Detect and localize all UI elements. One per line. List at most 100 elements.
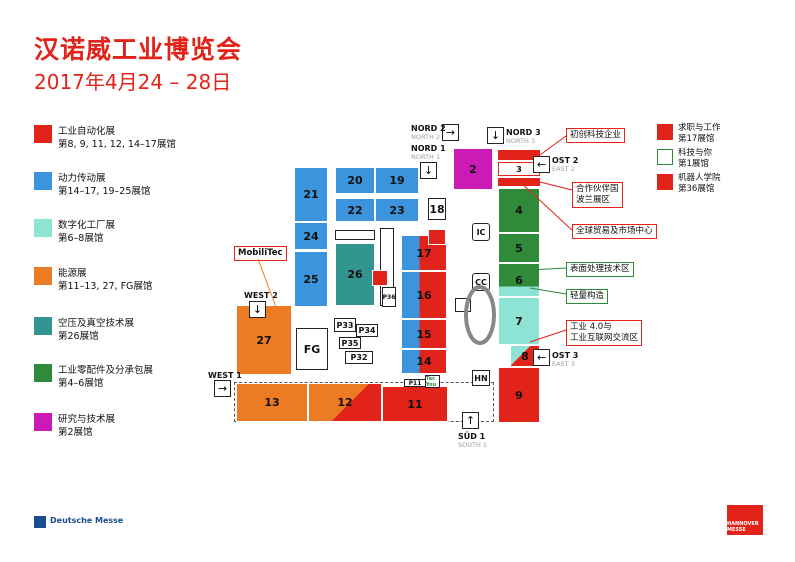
legend-label: 空压及真空技术展 <box>58 318 135 329</box>
legend-item: 数字化工厂展 第6–8展馆 <box>34 217 224 247</box>
startup-zone <box>498 150 540 160</box>
hall-9[interactable]: 9 <box>498 367 540 423</box>
gate-nord3-label: NORD 3 <box>506 128 541 137</box>
gate-west1-label: WEST 1 <box>208 371 242 380</box>
icon-legend-item: 科技与你第1展馆 <box>678 148 713 169</box>
gate-sud1-label: SÜD 1 <box>458 432 486 441</box>
robotics-academy-icon <box>657 174 673 190</box>
hall-23[interactable]: 23 <box>375 198 419 222</box>
callout-mobilitec: MobiliTec <box>234 246 287 261</box>
legend-swatch <box>34 317 52 335</box>
legend-swatch <box>34 172 52 190</box>
venue-hn[interactable]: HN <box>472 370 490 386</box>
gate-nord2-sub: NORTH 2 <box>411 133 441 141</box>
legend-item: 研究与技术展 第2展馆 <box>34 411 224 441</box>
gate-nord2-arrow[interactable]: → <box>442 124 459 141</box>
hall-20[interactable]: 20 <box>335 167 375 194</box>
legend-halls: 第6–8展馆 <box>58 233 104 244</box>
gate-ost3-label: OST 3 <box>552 351 579 360</box>
hall-17[interactable]: 17 <box>401 235 447 271</box>
legend-swatch <box>34 364 52 382</box>
legend-swatch <box>34 267 52 285</box>
gate-sud1-sub: SOUTH 1 <box>458 441 488 449</box>
hall-2[interactable]: 2 <box>453 148 493 190</box>
gate-nord2-label: NORD 2 <box>411 124 446 133</box>
venue-ic[interactable]: IC <box>472 223 490 241</box>
legend-item: 空压及真空技术展 第26展馆 <box>34 315 224 345</box>
robotics-academy-icon <box>372 270 388 286</box>
icon-legend-item: 机器人学院第36展馆 <box>678 173 721 194</box>
hall-22[interactable]: 22 <box>335 198 375 222</box>
legend-item: 动力传动展 第14–17, 19–25展馆 <box>34 170 224 200</box>
gate-ost3-arrow[interactable]: ← <box>533 349 550 366</box>
legend-halls: 第14–17, 19–25展馆 <box>58 186 151 197</box>
hall-15[interactable]: 15 <box>401 319 447 349</box>
gate-ost2-sub: EAST 2 <box>552 165 575 173</box>
tec2you-icon <box>657 149 673 165</box>
hall-4[interactable]: 4 <box>498 188 540 233</box>
hall-5[interactable]: 5 <box>498 233 540 263</box>
legend-halls: 第8, 9, 11, 12, 14–17展馆 <box>58 139 176 150</box>
hall-fg[interactable]: FG <box>296 328 328 370</box>
legend-item: 能源展 第11–13, 27, FG展馆 <box>34 265 224 295</box>
hall-19[interactable]: 19 <box>375 167 419 194</box>
hall-12[interactable]: 12 <box>308 383 382 422</box>
pavilion-p32[interactable]: P32 <box>345 351 373 364</box>
gate-nord1-sub: NORTH 1 <box>411 153 441 161</box>
callout-surface-technology: 表面处理技术区 <box>566 262 634 277</box>
hall-24[interactable]: 24 <box>294 222 328 250</box>
legend-item: 工业零配件及分承包展 第4–6展馆 <box>34 362 224 392</box>
hall-25[interactable]: 25 <box>294 251 328 307</box>
legend-label: 工业自动化展 <box>58 126 116 137</box>
hall-13[interactable]: 13 <box>236 383 308 422</box>
job-and-career-icon <box>428 229 446 245</box>
gate-ost2-arrow[interactable]: ← <box>533 156 550 173</box>
legend-label: 研究与技术展 <box>58 414 116 425</box>
hall-14[interactable]: 14 <box>401 349 447 374</box>
hall-8[interactable]: 8 <box>510 345 540 367</box>
legend-label: 能源展 <box>58 268 87 279</box>
legend-swatch <box>34 219 52 237</box>
gate-nord1-arrow[interactable]: ↓ <box>420 162 437 179</box>
hall-7[interactable]: 7 <box>498 297 540 345</box>
hall-18[interactable]: 18 <box>428 198 446 220</box>
gate-west2-arrow[interactable]: ↓ <box>249 301 266 318</box>
gate-ost3-sub: EAST 3 <box>552 360 575 368</box>
gate-nord1-label: NORD 1 <box>411 144 446 153</box>
hall-3-strip <box>498 178 540 186</box>
legend-swatch <box>34 413 52 431</box>
gate-nord3-arrow[interactable]: ↓ <box>487 127 504 144</box>
hall-11[interactable]: 11 <box>382 386 448 422</box>
gate-west1-arrow[interactable]: → <box>214 380 231 397</box>
pavilion-p34[interactable]: P34 <box>356 324 378 337</box>
path-loop <box>464 285 496 345</box>
hall-21[interactable]: 21 <box>294 167 328 222</box>
icon-legend-item: 求职与工作第17展馆 <box>678 123 721 144</box>
gate-sud1-arrow[interactable]: ↑ <box>462 412 479 429</box>
legend-halls: 第2展馆 <box>58 427 93 438</box>
legend-label: 动力传动展 <box>58 173 106 184</box>
callout-industry40: 工业 4.0与工业互联网交流区 <box>566 320 643 346</box>
hall-16[interactable]: 16 <box>401 271 447 319</box>
legend-label: 工业零配件及分承包展 <box>58 365 154 376</box>
legend-item: 工业自动化展 第8, 9, 11, 12, 14–17展馆 <box>34 123 224 153</box>
gate-ost2-label: OST 2 <box>552 156 579 165</box>
pavilion-p11[interactable]: P11 <box>404 379 426 387</box>
page-title: 汉诺威工业博览会 <box>34 35 243 64</box>
pavilion-p35[interactable]: P35 <box>339 337 361 349</box>
gate-west2-label: WEST 2 <box>244 291 278 300</box>
venue-tec-you[interactable]: Tec You <box>425 375 440 388</box>
hall-6[interactable]: 6 <box>498 263 540 297</box>
hannover-messe-logo: HANNOVER MESSE <box>727 505 763 535</box>
hall-26[interactable]: 26 <box>335 243 375 306</box>
legend-halls: 第26展馆 <box>58 331 99 342</box>
callout-lightweight: 轻量构造 <box>566 289 609 304</box>
pavilion-p36[interactable]: P36 <box>382 287 396 307</box>
legend-halls: 第4–6展馆 <box>58 378 104 389</box>
pavilion-p33[interactable]: P33 <box>334 318 356 332</box>
legend-label: 数字化工厂展 <box>58 220 116 231</box>
legend-swatch <box>34 125 52 143</box>
page-subtitle: 2017年4月24 – 28日 <box>34 70 232 94</box>
callout-global-business: 全球贸易及市场中心 <box>572 224 657 239</box>
legend-halls: 第11–13, 27, FG展馆 <box>58 281 153 292</box>
